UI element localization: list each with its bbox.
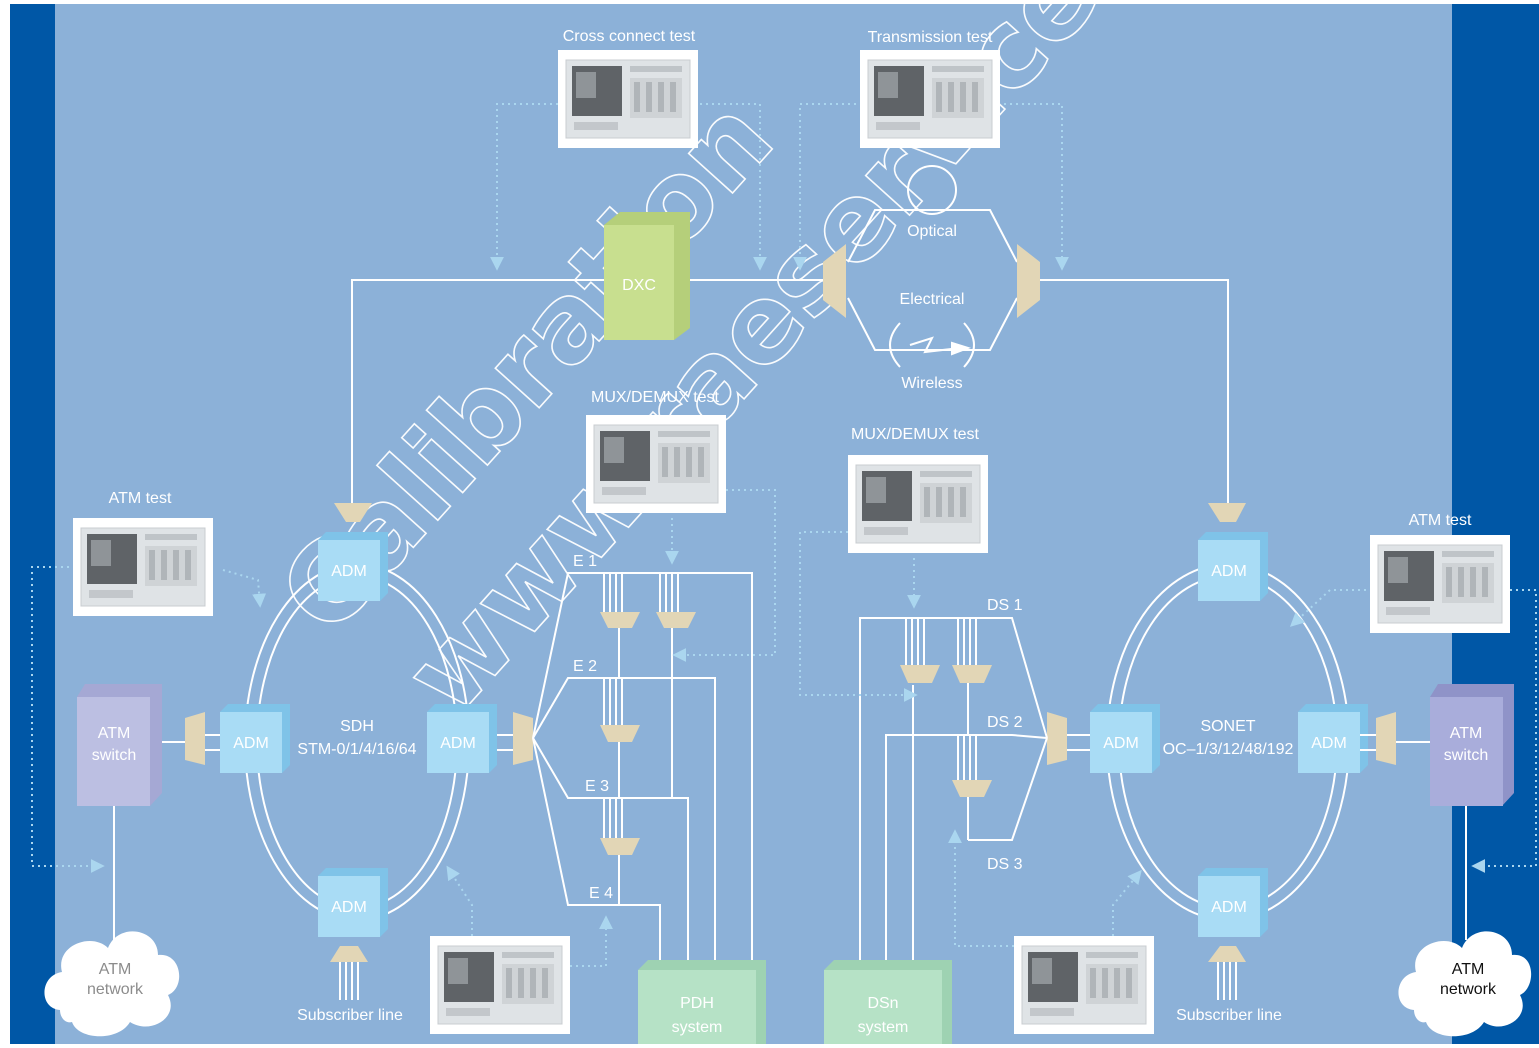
- e1-label: E 1: [573, 553, 597, 570]
- transmission-test-label: Transmission test: [868, 29, 993, 46]
- adm-sonet-top: ADM: [1198, 532, 1268, 601]
- adm-sonet-bottom: ADM: [1198, 868, 1268, 937]
- atm-test-left-label: ATM test: [109, 490, 172, 507]
- electrical-label: Electrical: [900, 291, 965, 308]
- test-connections: [31, 103, 1537, 967]
- instrument-sdh-subscriber: [429, 935, 571, 1035]
- svg-text:ADM: ADM: [1211, 563, 1247, 580]
- dxc-label: DXC: [622, 277, 656, 294]
- adm-sdh-top: ADM: [318, 532, 388, 601]
- svg-text:ATM: ATM: [99, 961, 132, 978]
- svg-text:network: network: [1440, 981, 1497, 998]
- dsn-system-box: DSn system: [824, 960, 952, 1044]
- svg-text:ATM: ATM: [1450, 725, 1483, 742]
- dxc-box: DXC: [604, 212, 690, 340]
- adm-sdh-right: ADM: [427, 704, 497, 773]
- adm-sonet-right: ADM: [1298, 704, 1368, 773]
- dsn-hierarchy: [859, 617, 1048, 968]
- connector-optical-right: [1017, 244, 1040, 318]
- svg-text:ADM: ADM: [331, 899, 367, 916]
- subscriber-line-right-label: Subscriber line: [1176, 1007, 1282, 1024]
- ds3-label: DS 3: [987, 856, 1023, 873]
- instrument-mux-demux-left: [585, 414, 727, 514]
- svg-text:system: system: [672, 1019, 723, 1036]
- atm-network-cloud-left: ATM network: [44, 931, 180, 1037]
- sdh-rates: STM-0/1/4/16/64: [297, 741, 416, 758]
- atm-switch-right: ATM switch: [1430, 684, 1514, 806]
- svg-text:switch: switch: [1444, 747, 1488, 764]
- sonet-title: SONET: [1200, 718, 1255, 735]
- atm-test-right-label: ATM test: [1409, 512, 1472, 529]
- diagram-background: [10, 4, 1539, 1044]
- atm-network-cloud-right: ATM network: [1398, 931, 1532, 1037]
- svg-text:ADM: ADM: [440, 735, 476, 752]
- mux-demux-test-right-label: MUX/DEMUX test: [851, 426, 980, 443]
- svg-text:ADM: ADM: [233, 735, 269, 752]
- pdh-system-box: PDH system: [638, 960, 766, 1044]
- svg-text:ADM: ADM: [1211, 899, 1247, 916]
- connector-optical-left: [823, 244, 846, 318]
- e3-label: E 3: [585, 778, 609, 795]
- svg-text:ATM: ATM: [98, 725, 131, 742]
- optical-label: Optical: [907, 223, 957, 240]
- ring-stubs: [154, 734, 1430, 1000]
- svg-text:ADM: ADM: [1103, 735, 1139, 752]
- ds1-label: DS 1: [987, 597, 1023, 614]
- instrument-sonet-subscriber: [1013, 935, 1155, 1035]
- atm-switch-left: ATM switch: [77, 684, 162, 806]
- dsn-mux: [900, 665, 992, 797]
- e2-label: E 2: [573, 658, 597, 675]
- pdh-mux: [600, 612, 696, 855]
- instrument-atm-right: [1369, 534, 1511, 634]
- instrument-cross-connect: [557, 49, 699, 149]
- subscriber-line-left-label: Subscriber line: [297, 1007, 403, 1024]
- ring-connectors: [185, 503, 1396, 962]
- sonet-rates: OC–1/3/12/48/192: [1163, 741, 1294, 758]
- cross-connect-test-label: Cross connect test: [563, 28, 696, 45]
- svg-text:DSn: DSn: [867, 995, 898, 1012]
- optical-node: [907, 165, 957, 215]
- instrument-transmission: [859, 49, 1001, 149]
- svg-text:ATM: ATM: [1452, 961, 1485, 978]
- svg-text:switch: switch: [92, 747, 136, 764]
- svg-text:ADM: ADM: [1311, 735, 1347, 752]
- svg-text:system: system: [858, 1019, 909, 1036]
- adm-sdh-left: ADM: [220, 704, 290, 773]
- svg-text:PDH: PDH: [680, 995, 714, 1012]
- svg-text:ADM: ADM: [331, 563, 367, 580]
- wireless-label: Wireless: [901, 375, 962, 392]
- e4-label: E 4: [589, 885, 613, 902]
- svg-text:network: network: [87, 981, 144, 998]
- sdh-title: SDH: [340, 718, 374, 735]
- mux-demux-test-left-label: MUX/DEMUX test: [591, 389, 720, 406]
- adm-sonet-left: ADM: [1090, 704, 1160, 773]
- left-border-bar: [10, 4, 55, 1044]
- adm-sdh-bottom: ADM: [318, 868, 388, 937]
- ds2-label: DS 2: [987, 714, 1023, 731]
- pdh-hierarchy: [532, 572, 753, 968]
- instrument-mux-demux-right: [847, 454, 989, 554]
- atm-links: [113, 806, 1467, 940]
- wireless-link: [889, 322, 975, 368]
- instrument-atm-left: [72, 517, 214, 617]
